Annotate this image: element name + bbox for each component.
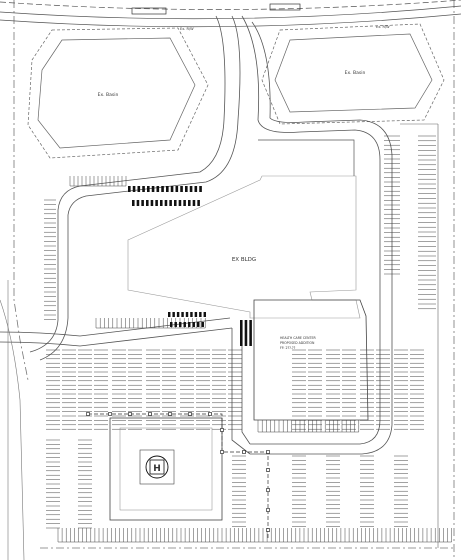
paver-stripe — [155, 200, 158, 206]
paver-stripe — [151, 186, 155, 192]
paver-stripe — [170, 322, 173, 327]
paver-stripe — [146, 200, 149, 206]
paver-stripe — [142, 186, 145, 192]
paver-stripe — [178, 200, 182, 206]
utility-structure — [168, 412, 172, 416]
paver-stripe — [132, 200, 135, 206]
paver-stripe — [197, 200, 200, 206]
utility-line — [88, 413, 269, 540]
paver-stripe — [240, 320, 243, 346]
utility-structure — [86, 412, 90, 416]
utility-structure — [188, 412, 192, 416]
paver-stripe — [128, 186, 131, 192]
proposed-addition — [253, 299, 369, 421]
helipad-marker: H — [153, 464, 161, 474]
paver-stripe — [161, 186, 164, 192]
paver-stripe — [168, 312, 171, 317]
paver-stripe — [166, 186, 169, 192]
pond-left — [27, 27, 209, 159]
paver-stripe — [203, 312, 206, 317]
paver-stripe — [188, 322, 191, 327]
paver-stripe — [181, 312, 184, 317]
utility-structure — [128, 412, 132, 416]
road-row-label: Ex. R/W — [180, 27, 194, 31]
proposed-text-3: FF: 2??.?? — [280, 346, 296, 350]
paver-block — [168, 312, 206, 317]
paver-stripe — [185, 312, 189, 317]
proposed-text-1: HEALTH CARE CENTER — [280, 336, 317, 340]
paver-stripe — [141, 200, 144, 206]
paver-block — [240, 320, 252, 346]
paver-stripe — [192, 322, 195, 327]
helipad-area — [109, 417, 223, 521]
east-edge — [400, 123, 439, 548]
paver-stripe — [199, 186, 202, 192]
paver-stripe — [150, 200, 154, 206]
paver-stripe — [156, 186, 160, 192]
paver-stripe — [249, 320, 252, 346]
pond-right — [261, 23, 445, 125]
utility-structure — [220, 450, 224, 454]
paver-stripe — [169, 200, 172, 206]
utility-structure — [266, 508, 270, 512]
road-row-right-label: Ex. R/W — [376, 25, 390, 29]
pond-left-label: Ex. Basin — [98, 92, 119, 98]
utility-structure — [242, 450, 246, 454]
paver-stripe — [194, 186, 198, 192]
paver-stripe — [180, 186, 183, 192]
top-road — [0, 0, 461, 28]
paver-stripe — [183, 322, 186, 327]
paver-stripe — [188, 200, 191, 206]
paver-block — [170, 322, 204, 327]
utility-structure — [148, 412, 152, 416]
driveways — [0, 15, 393, 455]
paver-stripe — [179, 322, 182, 327]
utility-structure — [266, 488, 270, 492]
paver-stripe — [189, 186, 193, 192]
paver-stripe — [192, 200, 196, 206]
paver-areas — [128, 186, 252, 346]
paver-stripe — [137, 186, 141, 192]
paver-stripe — [176, 312, 180, 317]
paver-stripe — [201, 322, 204, 327]
paver-stripe — [147, 186, 150, 192]
paver-stripe — [170, 186, 174, 192]
utility-structure — [266, 468, 270, 472]
utility-structure — [266, 450, 270, 454]
paver-block — [132, 200, 200, 206]
entry-pad-right — [269, 3, 301, 11]
utility-structure — [208, 412, 212, 416]
paver-stripe — [174, 322, 177, 327]
paver-stripe — [136, 200, 140, 206]
paver-stripe — [190, 312, 193, 317]
existing-building — [127, 175, 361, 319]
paver-stripe — [174, 200, 177, 206]
paver-stripe — [197, 322, 200, 327]
utility-structure — [108, 412, 112, 416]
paver-stripe — [185, 186, 188, 192]
paver-block — [128, 186, 202, 192]
entry-pad-left — [131, 7, 167, 15]
proposed-text-2: PROPOSED ADDITION — [280, 341, 315, 345]
paver-stripe — [183, 200, 186, 206]
utility-structure — [266, 528, 270, 532]
building-label: EX BLDG — [232, 257, 256, 263]
utility-structure — [220, 428, 224, 432]
paver-stripe — [172, 312, 175, 317]
paver-stripe — [175, 186, 179, 192]
paver-stripe — [132, 186, 136, 192]
paver-stripe — [164, 200, 168, 206]
paver-stripe — [194, 312, 198, 317]
building-north-edge — [258, 139, 355, 176]
property-boundary — [13, 0, 455, 560]
paver-stripe — [244, 320, 248, 346]
parking-stalls — [44, 135, 452, 543]
west-curb — [0, 280, 25, 560]
paver-stripe — [160, 200, 163, 206]
paver-stripe — [199, 312, 202, 317]
pond-right-label: Ex. Basin — [345, 70, 366, 76]
utility-structures — [86, 412, 270, 532]
